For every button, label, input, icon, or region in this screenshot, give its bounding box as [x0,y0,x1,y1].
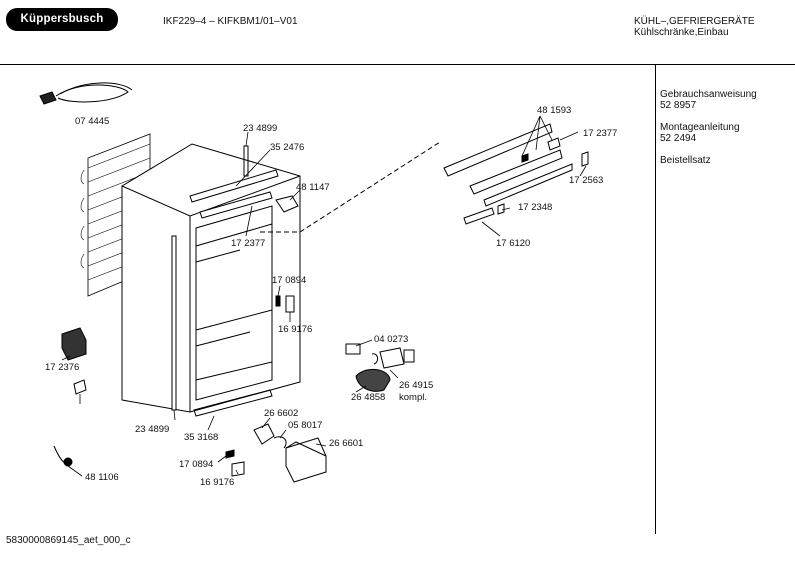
cover-1-part [285,295,295,313]
doc-number-install: 52 2494 [660,133,697,144]
socket-part [253,423,275,445]
part-label-lamp: 26 4858 [351,392,386,403]
part-label-hinge-top: 23 4899 [243,123,278,134]
part-label-strip-bottom: 35 3168 [184,432,219,443]
bracket-part [275,195,299,213]
part-label-cover-strip: 35 2476 [270,142,305,153]
part-label-plate: 17 6120 [496,238,531,249]
lamp-part [355,368,391,392]
part-label-housing: 26 6601 [329,438,364,449]
pin-1-part [275,295,281,307]
part-label-panel-top: 48 1593 [537,105,572,116]
cover-strip-part [189,169,279,203]
hinge-top-part [243,145,249,177]
exploded-view-drawing [39,82,589,483]
housing-part [285,437,327,483]
part-label-cover-2: 16 9176 [200,477,235,488]
panel-top-part [443,123,589,207]
part-label-cap-3: 17 2377 [231,238,266,249]
category-title: KÜHL–,GEFRIERGERÄTE [634,16,755,27]
footer-code: 5830000869145_aet_000_c [6,535,131,546]
cabinet-body-part [121,143,301,413]
part-label-relay: 17 2376 [45,362,80,373]
doc-title-manual: Gebrauchsanweisung [660,89,757,100]
part-label-socket: 26 6602 [264,408,299,419]
knob-set-part [345,343,415,369]
part-label-pin-2: 17 0894 [179,459,214,470]
part-label-cover-1: 16 9176 [278,324,313,335]
part-label-thermostat: 48 1106 [85,472,119,483]
part-label-bulb: 05 8017 [288,420,323,431]
part-label-lamp-cover-note: kompl. [399,392,427,403]
plate-part [463,207,495,225]
doc-title-install: Montageanleitung [660,122,740,133]
doc-title-kit: Beistellsatz [660,155,711,166]
part-label-cap-2: 17 2563 [569,175,604,186]
relay-part [61,327,87,395]
pin-2-part [225,449,235,459]
bulb-part [273,436,287,449]
model-title: IKF229–4 – KIFKBM1/01–V01 [163,16,298,27]
doc-number-manual: 52 8957 [660,100,697,111]
part-label-cap-1: 17 2377 [583,128,618,139]
part-label-bracket: 48 1147 [296,182,330,193]
power-cable-part [39,82,133,105]
part-label-knob-set: 04 0273 [374,334,409,345]
cover-2-part [231,461,245,477]
sidebar-divider [655,64,656,534]
strip-bottom-part [193,389,273,417]
subcategory-title: Kühlschränke,Einbau [634,27,729,38]
part-label-clip: 17 2348 [518,202,553,213]
clip-part [497,203,505,215]
part-label-lamp-cover: 26 4915 [399,380,434,391]
part-label-pin-1: 17 0894 [272,275,307,286]
brand-logo: Küppersbusch [6,8,118,31]
leader-lines [61,115,587,477]
assembly-path-line [260,141,441,233]
part-label-cable: 07 4445 [75,116,110,127]
header-divider [0,64,795,65]
part-label-hinge-bottom: 23 4899 [135,424,170,435]
